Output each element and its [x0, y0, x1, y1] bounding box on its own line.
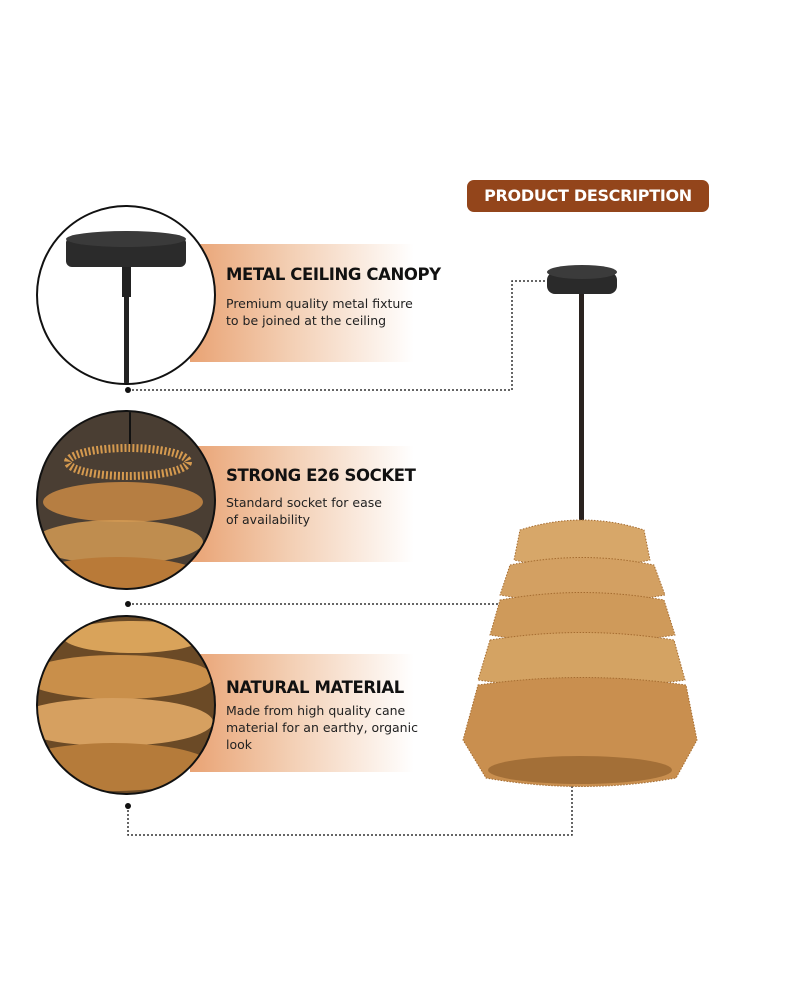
desc-line: look — [226, 737, 253, 752]
feature-desc-socket: Standard socket for ease of availability — [226, 494, 436, 528]
socket-closeup-image — [36, 410, 216, 590]
feature-title-material: NATURAL MATERIAL — [226, 678, 404, 697]
canopy-closeup-image — [36, 205, 216, 385]
feature-title-canopy: METAL CEILING CANOPY — [226, 265, 441, 284]
desc-line: Standard socket for ease — [226, 495, 382, 510]
desc-line: Made from high quality cane — [226, 703, 406, 718]
desc-line: material for an earthy, organic — [226, 720, 418, 735]
desc-line: Premium quality metal fixture — [226, 296, 413, 311]
feature-band-material — [190, 654, 414, 772]
feature-band-canopy — [190, 244, 414, 362]
feature-band-socket — [190, 446, 414, 562]
feature-title-socket: STRONG E26 SOCKET — [226, 466, 416, 485]
feature-desc-canopy: Premium quality metal fixture to be join… — [226, 295, 436, 329]
material-closeup-image — [36, 615, 216, 795]
feature-desc-material: Made from high quality cane material for… — [226, 702, 436, 753]
desc-line: of availability — [226, 512, 310, 527]
connector-lines — [127, 280, 573, 836]
product-description-badge: PRODUCT DESCRIPTION — [467, 180, 709, 212]
desc-line: to be joined at the ceiling — [226, 313, 387, 328]
